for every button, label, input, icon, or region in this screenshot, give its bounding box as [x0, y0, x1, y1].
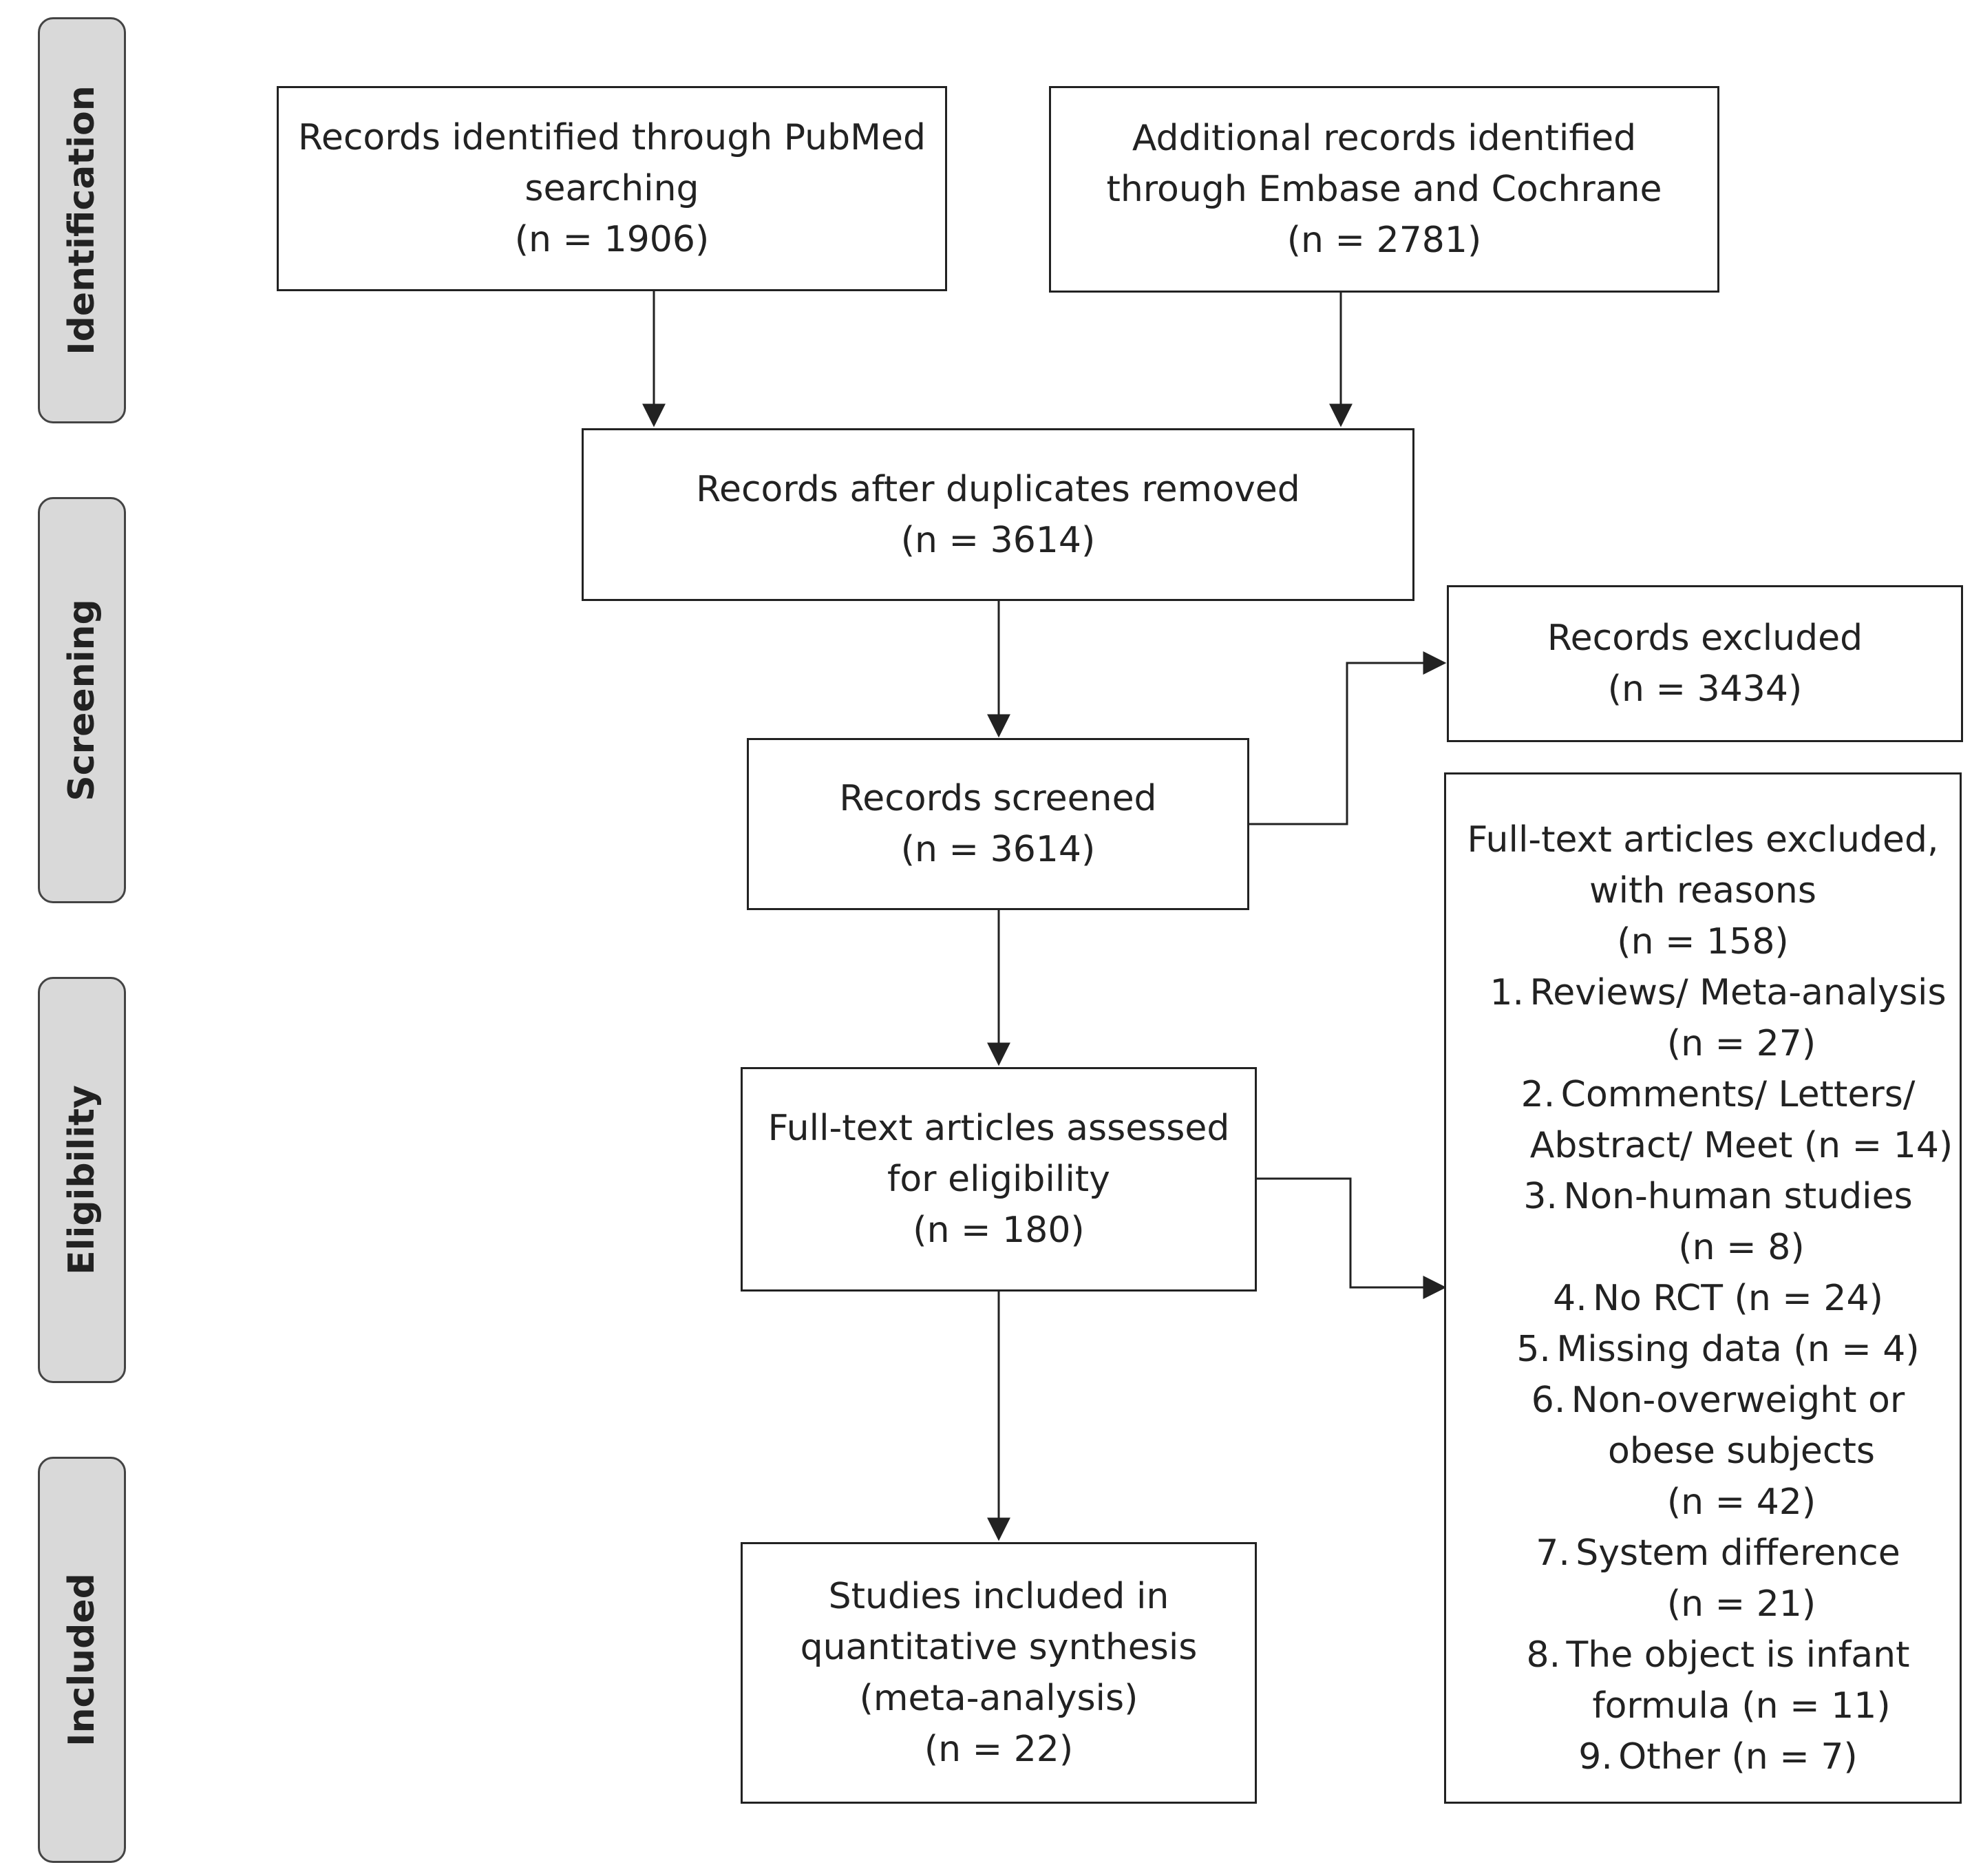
reason-6: 6.Non-overweight or	[1531, 1380, 1905, 1421]
excluded-count: (n = 3434)	[1607, 668, 1803, 710]
reason-9: 9.Other (n = 7)	[1578, 1736, 1858, 1778]
screened-line-1: Records screened	[839, 778, 1157, 819]
box-pubmed-records: Records identified through PubMed search…	[277, 86, 947, 291]
reason-6-cont: obese subjects	[1608, 1431, 1875, 1472]
reason-7: 7.System difference	[1536, 1532, 1900, 1574]
duplicates-count: (n = 3614)	[900, 519, 1096, 561]
phase-eligibility: Eligibility	[38, 977, 126, 1383]
reason-4: 4.No RCT (n = 24)	[1553, 1278, 1883, 1319]
screened-count: (n = 3614)	[900, 829, 1096, 870]
reason-8-cont: formula (n = 11)	[1592, 1685, 1891, 1727]
additional-count: (n = 2781)	[1286, 220, 1482, 261]
included-count: (n = 22)	[924, 1729, 1074, 1770]
arrow-screened-to-excluded	[1249, 651, 1447, 825]
box-additional-records: Additional records identified through Em…	[1049, 86, 1719, 293]
reason-1-count: (n = 27)	[1666, 1023, 1816, 1064]
box-fulltext-excluded: Full-text articles excluded, with reason…	[1444, 772, 1962, 1804]
reason-6-count: (n = 42)	[1666, 1482, 1816, 1523]
excluded-line-1: Records excluded	[1547, 618, 1863, 659]
excluded-heading-2: with reasons	[1589, 870, 1816, 911]
reason-2: 2.Comments/ Letters/	[1520, 1074, 1916, 1115]
pubmed-count: (n = 1906)	[514, 219, 710, 260]
phase-identification: Identification	[38, 17, 126, 423]
fulltext-line-1: Full-text articles assessed	[767, 1108, 1230, 1149]
phase-included: Included	[38, 1457, 126, 1863]
reason-3-count: (n = 8)	[1678, 1227, 1805, 1268]
reason-7-count: (n = 21)	[1666, 1583, 1816, 1625]
fulltext-line-2: for eligibility	[887, 1159, 1110, 1200]
excluded-heading-1: Full-text articles excluded,	[1467, 819, 1939, 861]
excluded-heading-count: (n = 158)	[1617, 921, 1789, 962]
reason-2-cont: Abstract/ Meet (n = 14)	[1529, 1125, 1953, 1166]
included-line-1: Studies included in	[828, 1576, 1169, 1617]
reason-5: 5.Missing data (n = 4)	[1516, 1329, 1920, 1370]
reason-8: 8.The object is infant	[1526, 1634, 1910, 1676]
additional-line-1: Additional records identified	[1132, 118, 1637, 159]
box-records-screened: Records screened (n = 3614)	[747, 738, 1249, 910]
reason-3: 3.Non-human studies	[1523, 1176, 1913, 1217]
pubmed-line-1: Records identified through PubMed	[298, 117, 926, 158]
box-studies-included: Studies included in quantitative synthes…	[741, 1542, 1257, 1804]
additional-line-2: through Embase and Cochrane	[1106, 169, 1662, 210]
pubmed-line-2: searching	[524, 168, 699, 209]
reason-1: 1.Reviews/ Meta-analysis	[1489, 972, 1947, 1013]
arrow-fulltext-to-excluded	[1255, 1177, 1447, 1299]
included-line-2: quantitative synthesis	[800, 1627, 1198, 1668]
included-line-3: (meta-analysis)	[859, 1678, 1138, 1719]
duplicates-line-1: Records after duplicates removed	[696, 468, 1300, 510]
box-records-excluded: Records excluded (n = 3434)	[1447, 585, 1963, 742]
box-fulltext-assessed: Full-text articles assessed for eligibil…	[741, 1067, 1257, 1292]
fulltext-count: (n = 180)	[913, 1210, 1085, 1251]
phase-screening: Screening	[38, 497, 126, 903]
box-duplicates-removed: Records after duplicates removed (n = 36…	[582, 428, 1414, 601]
